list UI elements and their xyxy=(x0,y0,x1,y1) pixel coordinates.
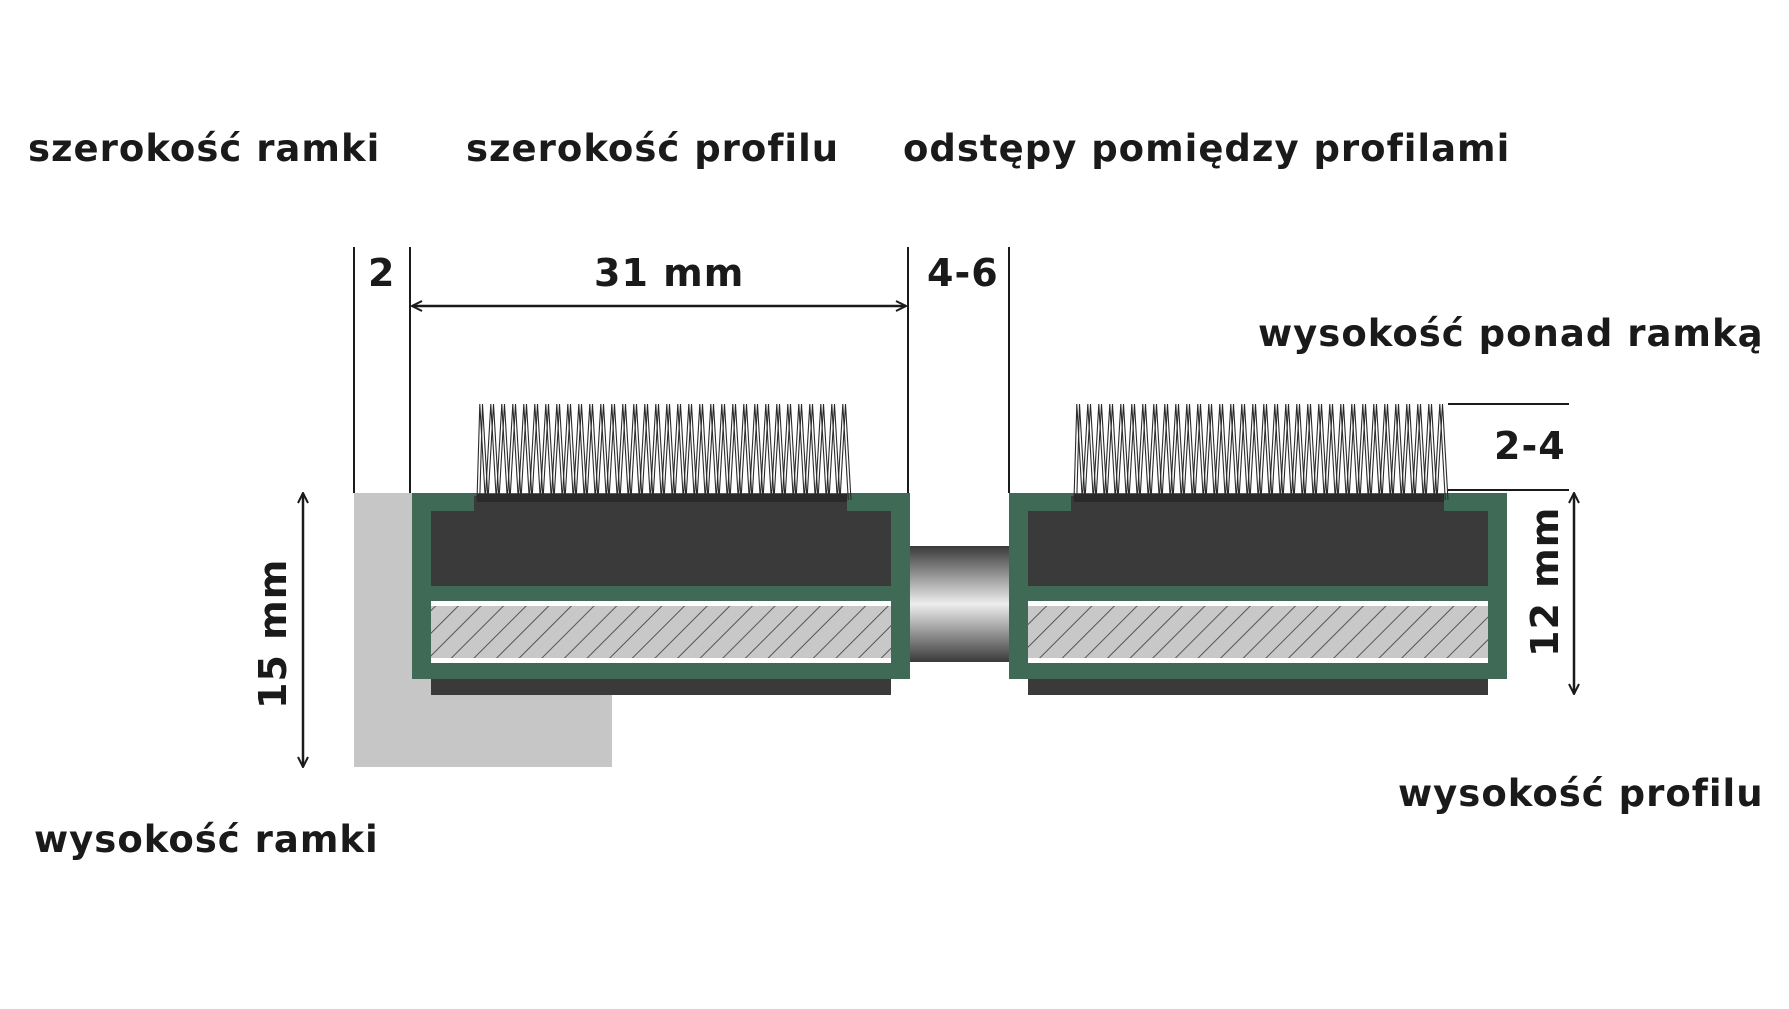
left-profile-bottom-strip xyxy=(431,675,891,695)
frame-height-label: wysokość ramki xyxy=(34,818,379,861)
right-profile-bottom-strip xyxy=(1028,675,1488,695)
height-above-frame-label: wysokość ponad ramką xyxy=(1258,312,1764,355)
right-rubber-insert xyxy=(1028,496,1488,586)
profile-gap-value: 4-6 xyxy=(927,251,999,295)
height-above-frame-value: 2-4 xyxy=(1494,424,1566,468)
left-brush-bristles xyxy=(476,403,852,502)
profile-height-label: wysokość profilu xyxy=(1398,772,1764,815)
profile-connector xyxy=(906,546,1010,662)
profile-width-value: 31 mm xyxy=(594,251,745,295)
left-rubber-insert xyxy=(431,496,891,586)
right-brush-bristles xyxy=(1073,403,1449,502)
right-hatch-fill xyxy=(1028,606,1488,658)
left-profile xyxy=(412,403,910,695)
profile-width-label: szerokość profilu xyxy=(466,127,840,170)
frame-width-value: 2 xyxy=(368,251,396,295)
aluminium-frame xyxy=(354,493,612,767)
frame-width-label: szerokość ramki xyxy=(28,127,381,170)
frame-height-value: 15 mm xyxy=(251,558,295,709)
profile-gap-label: odstępy pomiędzy profilami xyxy=(903,127,1511,170)
bristle-base xyxy=(1074,494,1444,502)
right-profile xyxy=(1009,403,1507,695)
left-hatch-fill xyxy=(431,606,891,658)
profile-height-value: 12 mm xyxy=(1523,506,1567,657)
bristle-base xyxy=(477,494,847,502)
